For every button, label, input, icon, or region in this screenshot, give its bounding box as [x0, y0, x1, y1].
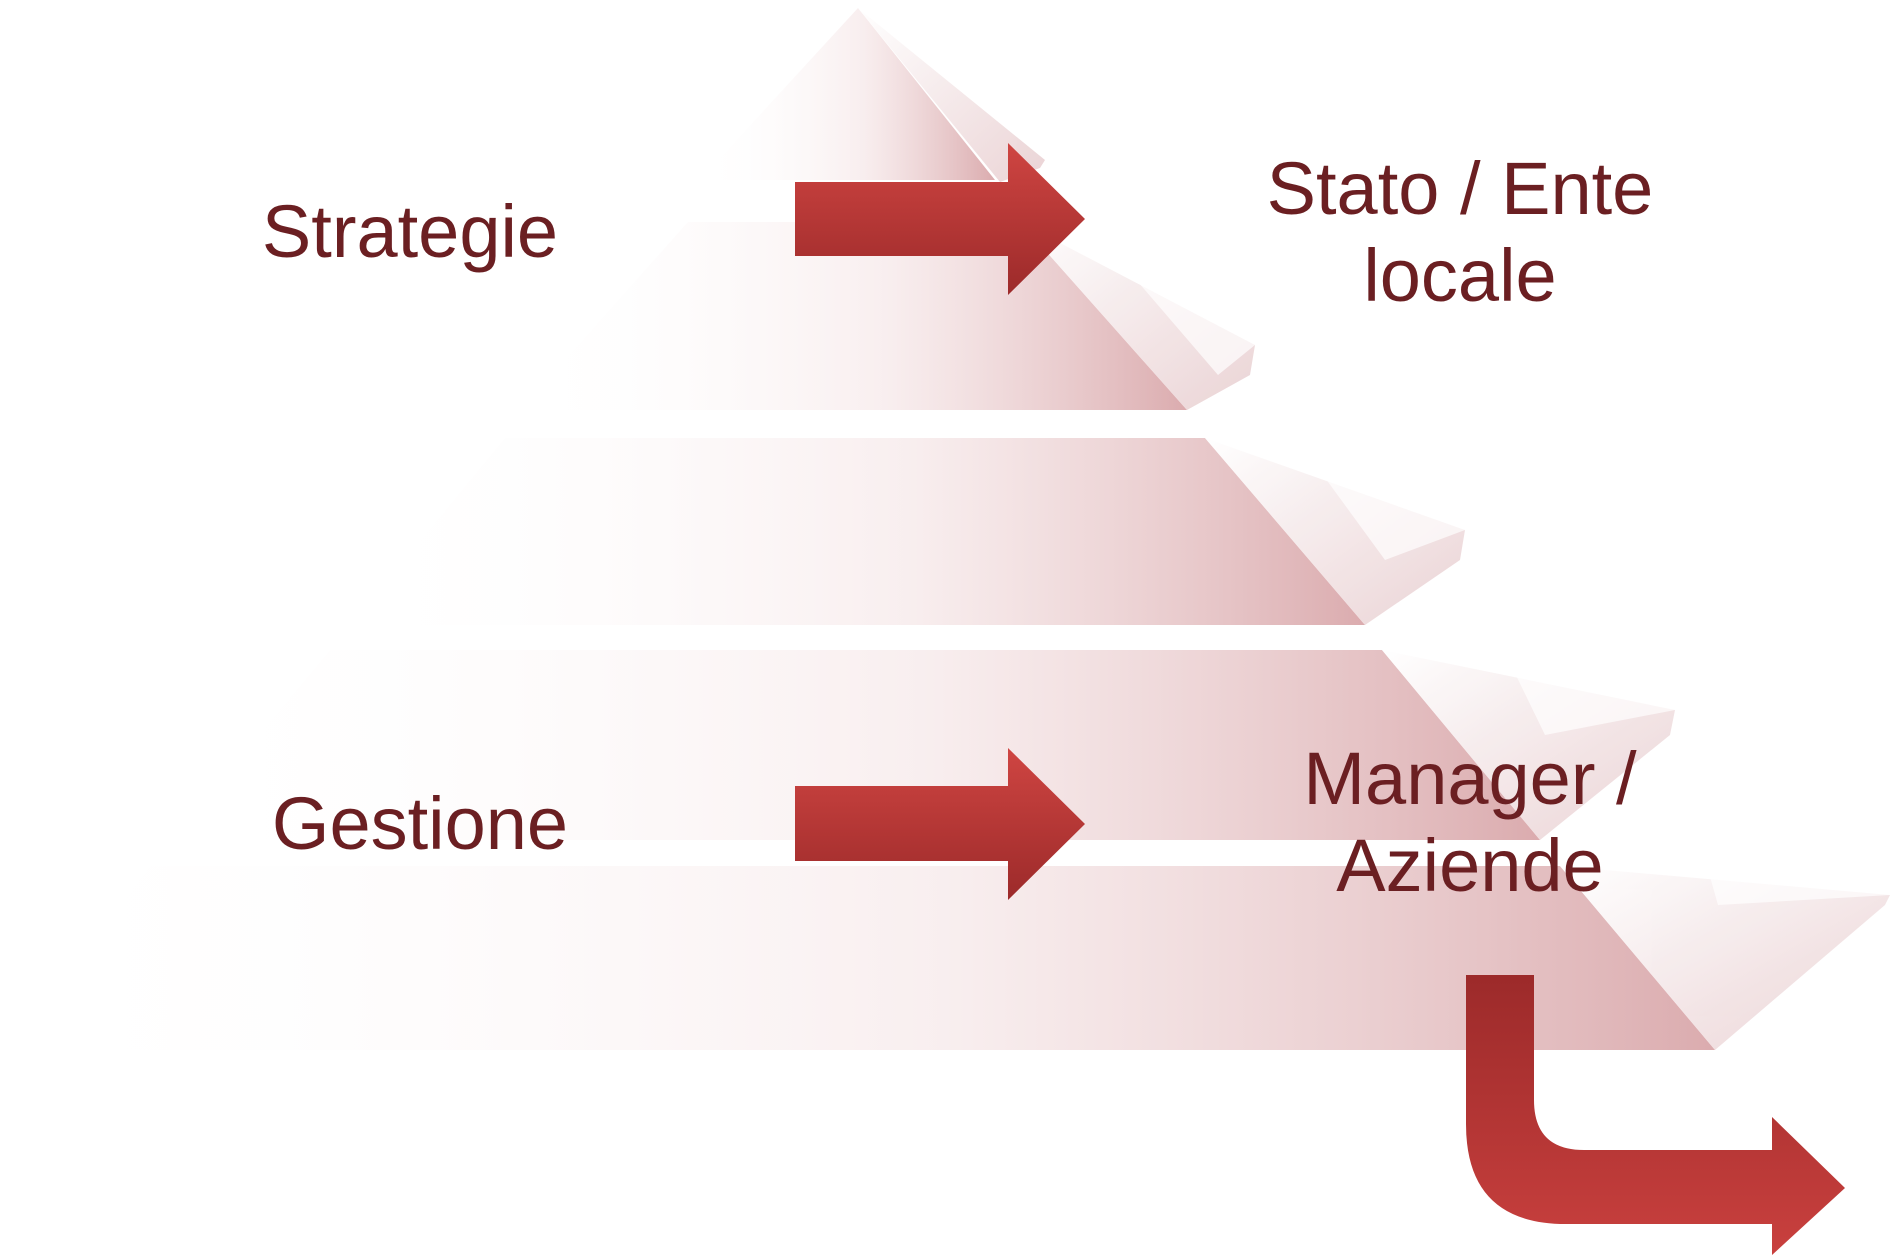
- bent-output-arrow: [1466, 975, 1845, 1255]
- strategie-label: Strategie: [240, 188, 580, 275]
- pyramid-bevels: [858, 8, 1890, 1050]
- strategie-arrow: [795, 143, 1085, 295]
- gestione-arrow: [795, 748, 1085, 900]
- stato-ente-line-2: locale: [1363, 234, 1557, 318]
- gestione-label: Gestione: [250, 780, 590, 867]
- pyramid-bands: [10, 8, 1715, 1050]
- pyramid-level-5: [10, 866, 1715, 1050]
- manager-aziende-line-2: Aziende: [1336, 824, 1604, 908]
- manager-aziende-line-1: Manager /: [1303, 737, 1637, 820]
- strategie-text: Strategie: [261, 190, 559, 273]
- pyramid-level-4: [170, 650, 1540, 840]
- stato-ente-label: Stato / Ente locale: [1190, 145, 1730, 320]
- gestione-text: Gestione: [271, 782, 569, 865]
- pyramid-level-1: [700, 8, 995, 180]
- pyramid-level-3: [350, 438, 1365, 625]
- manager-aziende-label: Manager / Aziende: [1190, 735, 1750, 910]
- stato-ente-line-1: Stato / Ente: [1266, 147, 1654, 230]
